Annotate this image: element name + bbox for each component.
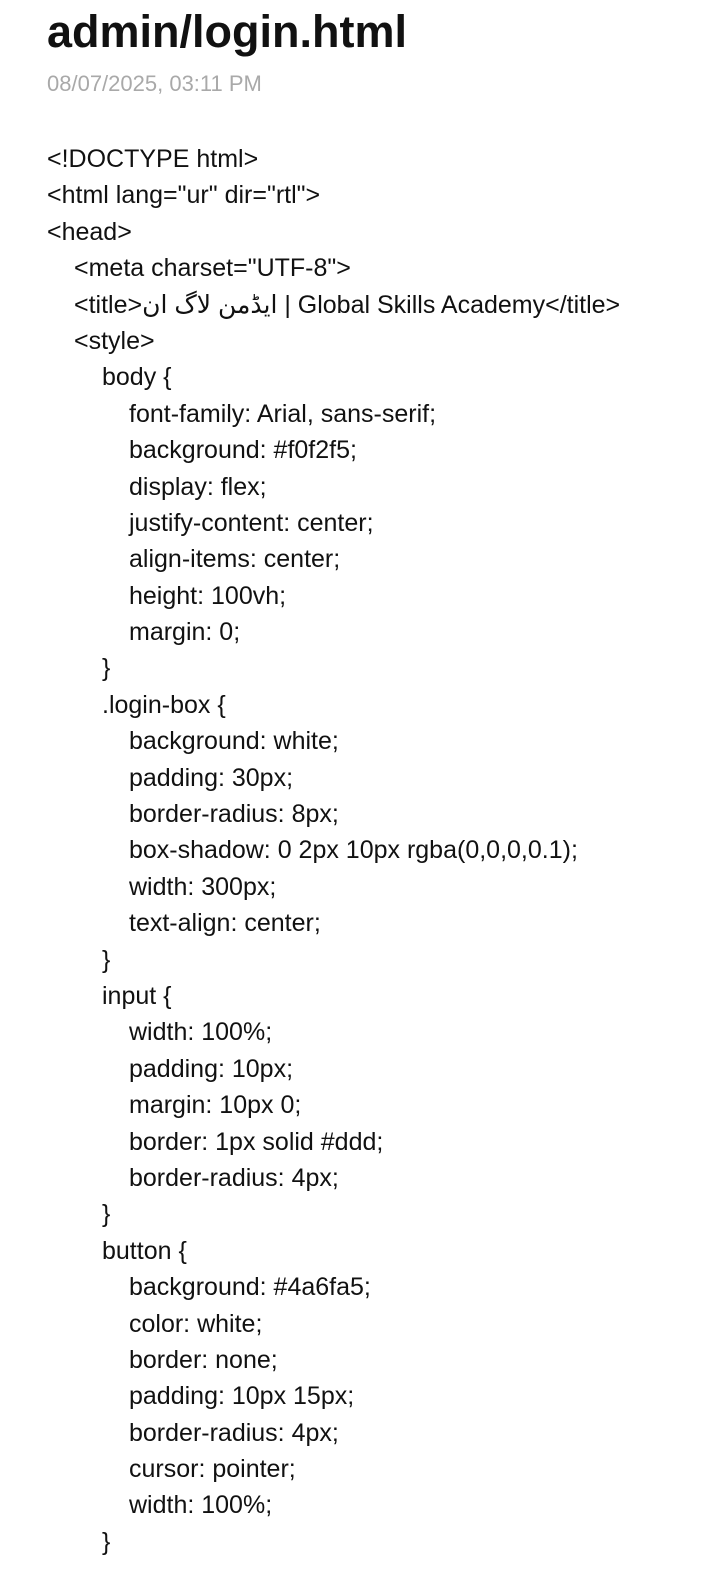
code-line: background: #4a6fa5; — [129, 1273, 371, 1302]
code-line: height: 100vh; — [129, 581, 287, 610]
code-line: <meta charset="UTF-8"> — [74, 254, 351, 283]
code-line: <head> — [47, 217, 132, 246]
code-line: text-align: center; — [129, 909, 321, 938]
code-line: <!DOCTYPE html> — [47, 145, 259, 173]
code-line: width: 100%; — [129, 1018, 273, 1047]
code-line: padding: 10px 15px; — [129, 1382, 355, 1411]
code-line: cursor: pointer; — [129, 1455, 296, 1484]
code-line: background: white; — [129, 727, 339, 756]
note-body[interactable]: <!DOCTYPE html> <html lang="ur" dir="rtl"… — [47, 141, 707, 1560]
code-line: <title>ایڈمن لاگ ان | Global Skills Acad… — [74, 290, 621, 319]
code-line: box-shadow: 0 2px 10px rgba(0,0,0,0.1); — [129, 836, 578, 865]
code-line: border: none; — [129, 1345, 278, 1374]
code-line: button { — [102, 1236, 187, 1265]
code-line: body { — [102, 363, 172, 392]
code-line: } — [102, 1527, 111, 1556]
code-line: font-family: Arial, sans-serif; — [129, 399, 437, 428]
code-line: } — [102, 945, 111, 974]
code-line: border-radius: 4px; — [129, 1418, 339, 1447]
code-line: margin: 0; — [129, 618, 241, 647]
code-line: .login-box { — [102, 690, 226, 719]
code-line: width: 100%; — [129, 1491, 273, 1520]
code-line: } — [102, 654, 111, 683]
code-line: justify-content: center; — [129, 508, 374, 537]
code-line: padding: 10px; — [129, 1054, 294, 1083]
note-title[interactable]: admin/login.html — [47, 6, 407, 57]
code-line: <html lang="ur" dir="rtl"> — [47, 181, 321, 210]
code-line: border-radius: 8px; — [129, 800, 339, 829]
code-line: align-items: center; — [129, 545, 341, 574]
code-line: background: #f0f2f5; — [129, 436, 357, 465]
code-line: padding: 30px; — [129, 763, 294, 792]
code-line: <style> — [74, 326, 155, 355]
note-timestamp: 08/07/2025, 03:11 PM — [47, 71, 262, 96]
code-line: } — [102, 1200, 111, 1229]
code-line: input { — [102, 981, 172, 1010]
code-line: width: 300px; — [129, 872, 277, 901]
code-line: border-radius: 4px; — [129, 1163, 339, 1192]
code-line: margin: 10px 0; — [129, 1091, 302, 1120]
code-line: color: white; — [129, 1309, 263, 1338]
code-line: border: 1px solid #ddd; — [129, 1127, 384, 1156]
code-line: display: flex; — [129, 472, 267, 501]
